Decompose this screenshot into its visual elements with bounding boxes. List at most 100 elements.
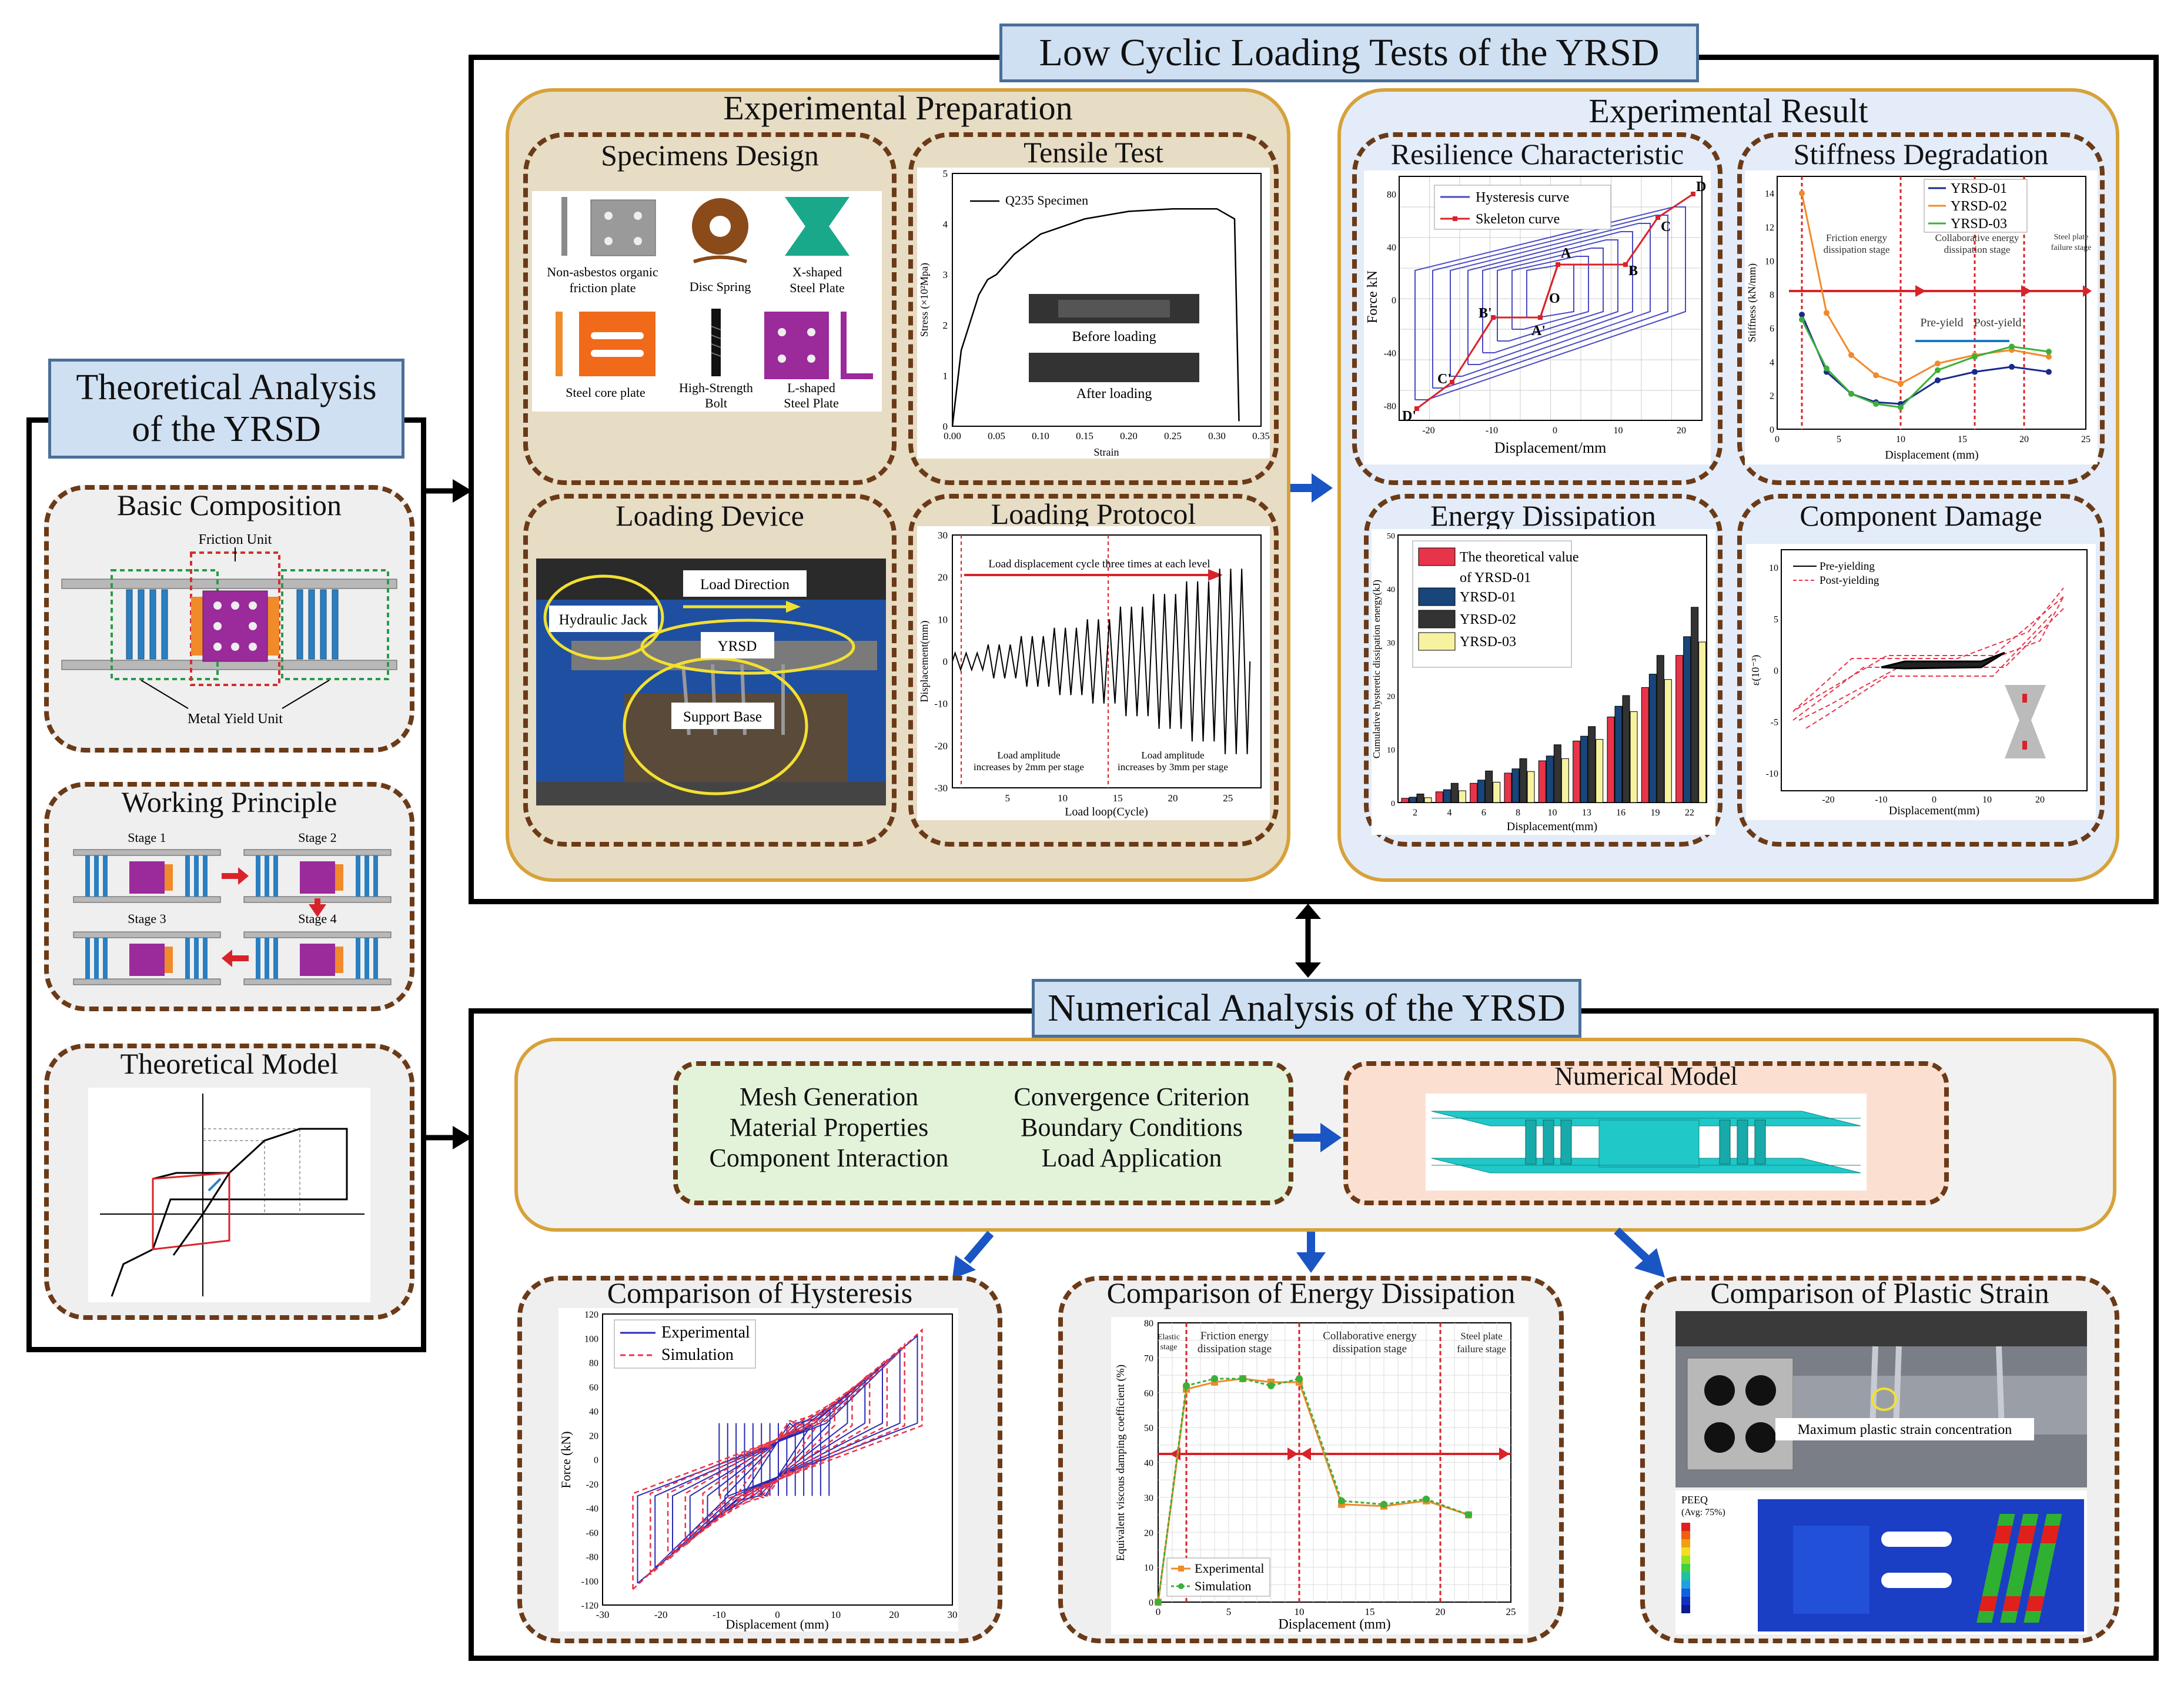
stf-x-tick: 0 [1775, 434, 1780, 444]
point-b: B [1628, 263, 1638, 279]
edc-y-tick: 80 [1144, 1319, 1153, 1329]
load-direction-label: Load Direction [700, 577, 790, 593]
stiffness-point [1799, 316, 1805, 323]
energy-x-tick: 13 [1582, 808, 1591, 818]
energy-bar [1443, 789, 1451, 803]
stage-1-label: Stage 1 [128, 830, 166, 845]
tensile-xlabel: Strain [1094, 446, 1119, 458]
tensile-x-tick: 0.00 [944, 430, 961, 442]
energy-bar [1588, 726, 1596, 803]
stf-legend-1: YRSD-01 [1951, 181, 2007, 196]
tensile-before-label: Before loading [1072, 329, 1156, 345]
hysteresis-loop [1497, 248, 1604, 342]
tensile-y-tick: 2 [943, 320, 948, 331]
metal-yield-unit-label: Metal Yield Unit [188, 711, 283, 727]
hyst-sim-loop [684, 1372, 871, 1546]
tensile-x-tick: 0.05 [988, 430, 1005, 442]
res-x-tick: -10 [1486, 426, 1498, 436]
specimens-title: Specimens Design [601, 139, 819, 172]
tensile-y-tick: 3 [943, 269, 948, 280]
edc-x-tick: 25 [1506, 1606, 1516, 1617]
edc-y-tick: 60 [1144, 1389, 1153, 1399]
protocol-curve [952, 569, 1251, 754]
stf-x-tick: 10 [1896, 434, 1905, 444]
energy-bar [1683, 636, 1691, 803]
energy-bar [1401, 798, 1409, 803]
yrsd-label: YRSD [718, 638, 757, 654]
stf-stage1: Friction energy [1826, 232, 1888, 243]
stiffness-point [1848, 390, 1854, 397]
dmg-x-tick: -20 [1822, 795, 1834, 805]
edc-stage1b: dissipation stage [1198, 1343, 1272, 1355]
hyst-sim-loop [667, 1357, 888, 1561]
stiffness-point [2046, 353, 2052, 360]
tensile-x-tick: 0.20 [1120, 430, 1138, 442]
stiffness-point [2009, 343, 2015, 350]
energy-x-tick: 19 [1651, 808, 1660, 818]
edc-y-tick: 50 [1144, 1423, 1153, 1433]
energy-x-tick: 16 [1616, 808, 1626, 818]
edc-point [1183, 1382, 1190, 1389]
energy-bar [1691, 607, 1699, 803]
point-a: A [1561, 246, 1571, 261]
dmg-y-tick: -5 [1771, 718, 1778, 728]
energy-x-tick: 8 [1516, 808, 1520, 818]
energy-bar [1664, 679, 1672, 803]
amp1-line1: Load amplitude [997, 750, 1060, 761]
theoretical-model-title: Theoretical Model [120, 1047, 339, 1080]
edc-x-tick: 5 [1226, 1606, 1232, 1617]
edc-y-tick: 40 [1144, 1459, 1153, 1469]
res-y-tick: 80 [1387, 190, 1396, 200]
energy-bar [1546, 755, 1554, 803]
hy-y-tick: -80 [586, 1553, 598, 1563]
point-c: C [1661, 219, 1671, 235]
hy-y-tick: 20 [589, 1431, 598, 1441]
edc-point [1155, 1599, 1162, 1606]
step-load-application: Load Application [1041, 1144, 1222, 1172]
energy-bar [1580, 735, 1588, 803]
tensile-legend: Q235 Specimen [1005, 193, 1088, 208]
energy-title: Energy Dissipation [1430, 499, 1656, 532]
damage-legend2: Post-yielding [1820, 574, 1879, 587]
resilience-chart: A B C D O A' B' C' D' Hysteresis curve S… [1364, 170, 1711, 464]
point-b-prime: B' [1479, 306, 1492, 321]
energy-xlabel: Displacement(mm) [1507, 820, 1597, 833]
dmg-y-tick: -10 [1766, 769, 1778, 779]
hyst-sim-loop [632, 1328, 923, 1590]
stiffness-point [1799, 190, 1805, 196]
res-x-tick: -20 [1422, 426, 1434, 436]
hy-y-tick: 0 [594, 1456, 598, 1466]
hy-y-tick: 100 [584, 1334, 598, 1344]
hyst-legend-exp: Experimental [661, 1323, 750, 1342]
edc-ylabel: Equivalent viscous damping coefficient (… [1115, 1365, 1127, 1561]
edc-chart: Elastic stage Friction energy dissipatio… [1111, 1317, 1529, 1634]
point-o: O [1549, 291, 1560, 306]
stf-x-tick: 15 [1958, 434, 1967, 444]
stiffness-point [2046, 369, 2052, 375]
hy-x-tick: 0 [775, 1609, 780, 1620]
energy-bar [1470, 783, 1478, 803]
res-y-tick: 0 [1392, 296, 1396, 306]
energy-y-tick: 0 [1391, 800, 1395, 808]
edc-point [1380, 1500, 1387, 1508]
left-to-top-arrow [426, 479, 472, 503]
basic-composition-title: Basic Composition [117, 489, 342, 521]
edc-y-tick: 0 [1149, 1598, 1153, 1608]
energy-bar [1424, 797, 1432, 803]
stf-y-tick: 2 [1770, 392, 1774, 402]
stage-2-label: Stage 2 [298, 830, 336, 845]
damage-ylabel: ε(10⁻³) [1750, 655, 1762, 686]
edc-point [1465, 1511, 1472, 1519]
tensile-y-tick: 4 [943, 219, 948, 230]
energy-legend-theory2: of YRSD-01 [1460, 570, 1531, 586]
hysteresis-loop [1414, 206, 1686, 400]
energy-x-tick: 2 [1413, 808, 1417, 818]
hy-y-tick: -20 [586, 1480, 598, 1490]
amp2-line1: Load amplitude [1141, 750, 1204, 761]
stage-3-label: Stage 3 [128, 911, 166, 926]
edc-x-tick: 0 [1156, 1606, 1161, 1617]
setup-steps-panel [673, 1061, 1293, 1205]
theoretical-title-line1: Theoretical Analysis [76, 367, 377, 407]
energy-bar [1450, 783, 1459, 803]
